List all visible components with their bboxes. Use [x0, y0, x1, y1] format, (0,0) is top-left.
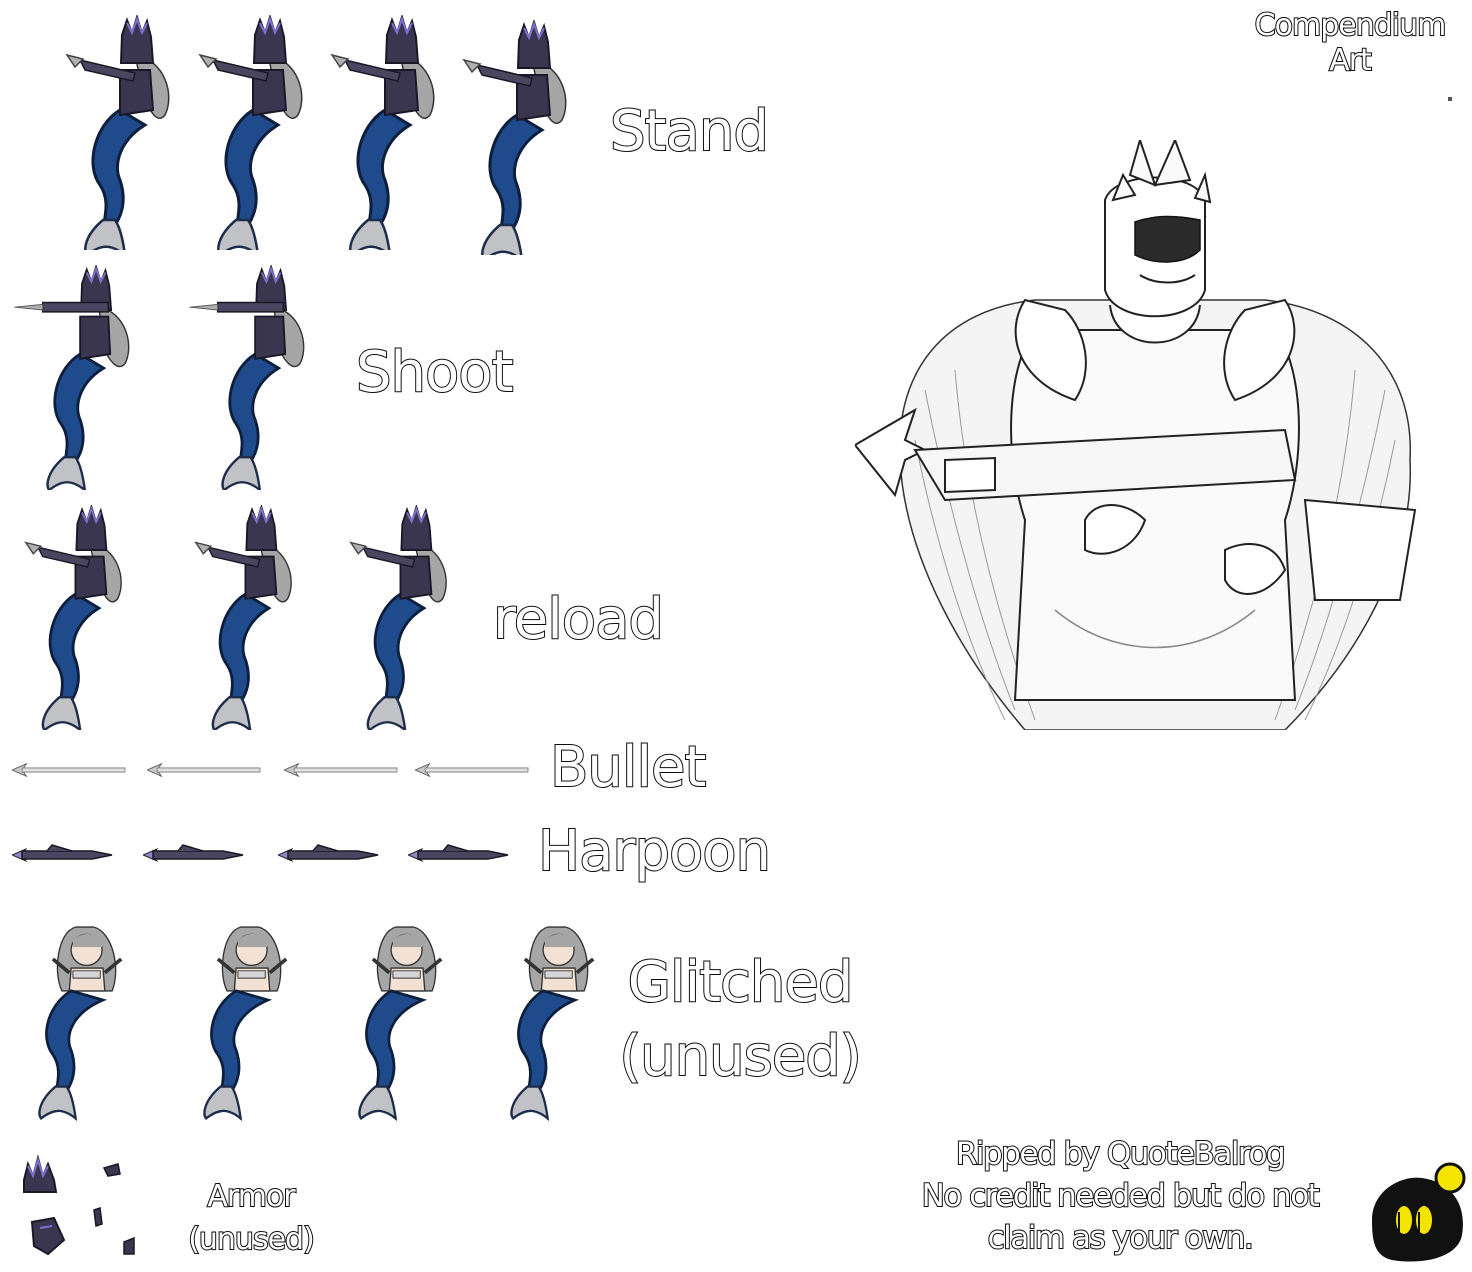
- stand-frame-3: [330, 15, 436, 250]
- stand-label: Stand: [609, 99, 770, 164]
- bullet-frame-2: [147, 763, 261, 777]
- tiny-dot: [1448, 97, 1452, 101]
- shoot-frame-2: [188, 265, 306, 490]
- reload-frame-1: [24, 505, 123, 730]
- compendium-label-line1: Compendium: [1254, 7, 1448, 44]
- armor-label-line1: Armor: [206, 1178, 296, 1215]
- bullet-label: Bullet: [549, 735, 707, 800]
- shoot-frame-1: [13, 265, 131, 490]
- glitched-label-line1: Glitched: [627, 950, 855, 1015]
- bullet-frame-1: [12, 763, 126, 777]
- reload-frame-2: [194, 505, 293, 730]
- stand-frame-2: [198, 15, 304, 250]
- credits-line1: Ripped by QuoteBalrog: [955, 1135, 1287, 1173]
- stand-frame-4: [462, 20, 568, 255]
- armor-label-line2: (unused): [187, 1221, 316, 1258]
- armor-pieces: [23, 1154, 135, 1256]
- bullet-frame-3: [284, 763, 398, 777]
- glitched-frame-3: [357, 925, 444, 1121]
- credits: Ripped by QuoteBalrog No credit needed b…: [880, 1134, 1360, 1260]
- credits-line3: claim as your own.: [987, 1219, 1255, 1257]
- harpoon-label: Harpoon: [537, 819, 772, 884]
- compendium-art: [855, 140, 1417, 730]
- compendium-label-line2: Art: [1328, 42, 1373, 79]
- compendium-label: Compendium Art: [1240, 7, 1460, 79]
- ripper-mascot-icon: [1372, 1162, 1466, 1262]
- harpoon-frame-4: [408, 844, 509, 862]
- glitched-frame-2: [202, 925, 289, 1121]
- armor-label: Armor (unused): [176, 1176, 326, 1261]
- glitched-frame-1: [37, 925, 124, 1121]
- glitched-frame-4: [509, 925, 596, 1121]
- glitched-label: Glitched (unused): [610, 950, 870, 1089]
- reload-frame-3: [349, 505, 448, 730]
- reload-label: reload: [492, 587, 665, 652]
- harpoon-frame-2: [143, 844, 244, 862]
- glitched-label-line2: (unused): [618, 1024, 862, 1089]
- harpoon-frame-1: [12, 844, 113, 862]
- stand-frame-1: [65, 15, 171, 250]
- bullet-frame-4: [415, 763, 529, 777]
- shoot-label: Shoot: [355, 340, 515, 405]
- harpoon-frame-3: [278, 844, 379, 862]
- credits-line2: No credit needed but do not: [921, 1177, 1321, 1215]
